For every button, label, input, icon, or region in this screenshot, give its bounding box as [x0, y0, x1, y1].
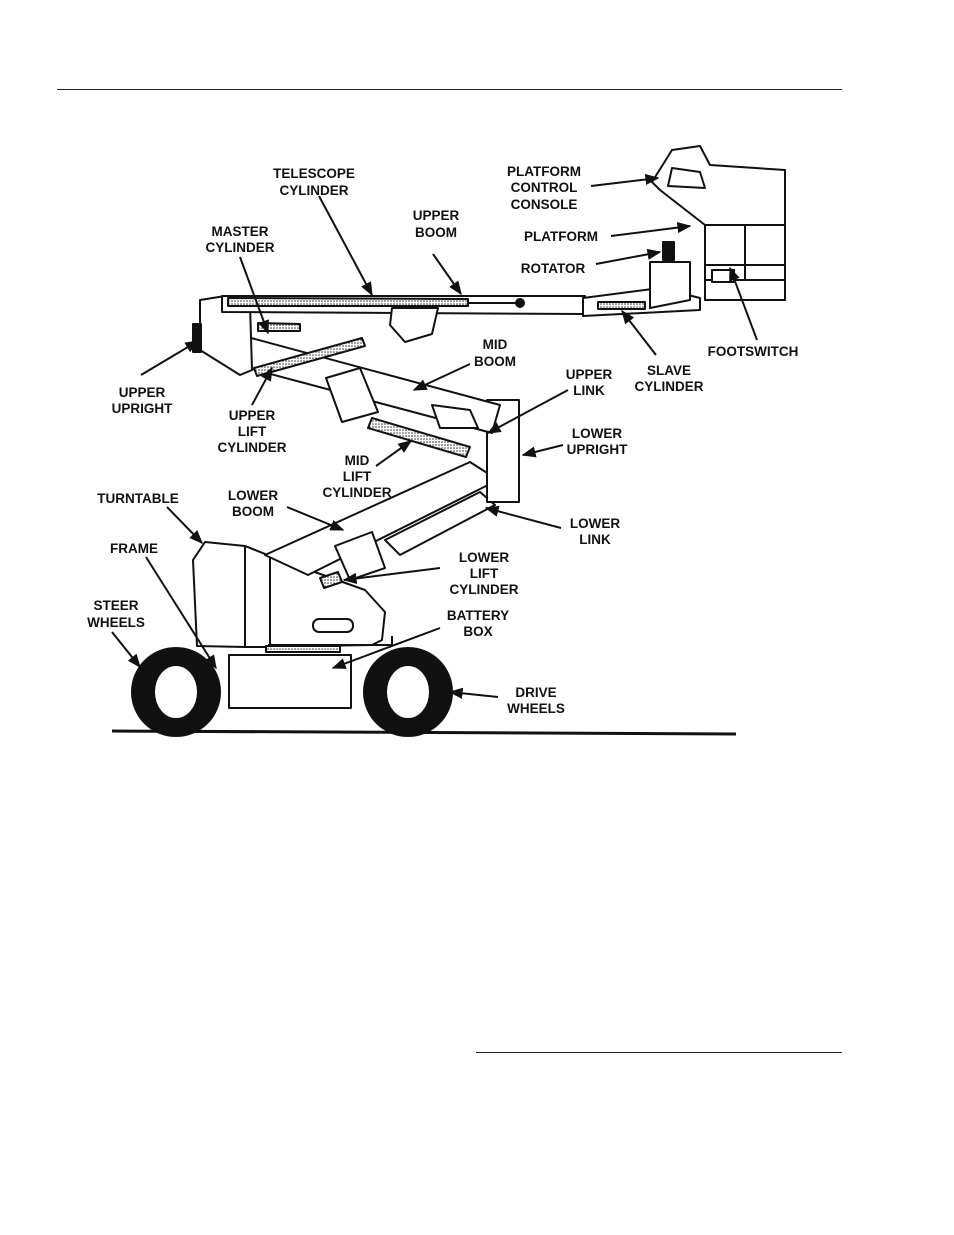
- control-console-shape: [651, 145, 786, 226]
- label-turntable: TURNTABLE: [97, 491, 179, 506]
- leader-lines: [111, 173, 758, 699]
- label-platform: PLATFORM: [524, 229, 598, 244]
- telescope-cylinder-shape: [227, 297, 469, 307]
- label-frame: FRAME: [110, 541, 158, 556]
- lower-lift-cylinder-shape: [319, 571, 343, 589]
- steer-wheel-shape: [131, 647, 221, 737]
- upper-lift-cylinder-shape: [253, 337, 366, 377]
- footer-rule: [476, 1052, 842, 1053]
- label-rotator: ROTATOR: [521, 261, 586, 276]
- header-rule: [57, 89, 842, 90]
- aerial-lift-drawing: [131, 145, 786, 737]
- lower-link-shape: [384, 491, 496, 556]
- battery-box-shape: [228, 654, 352, 709]
- rotator-shape: [649, 261, 691, 309]
- mid-lift-cylinder-shape: [367, 417, 471, 458]
- slave-cylinder-shape: [597, 301, 646, 310]
- drive-wheel-shape: [363, 647, 453, 737]
- label-footswitch: FOOTSWITCH: [708, 344, 799, 359]
